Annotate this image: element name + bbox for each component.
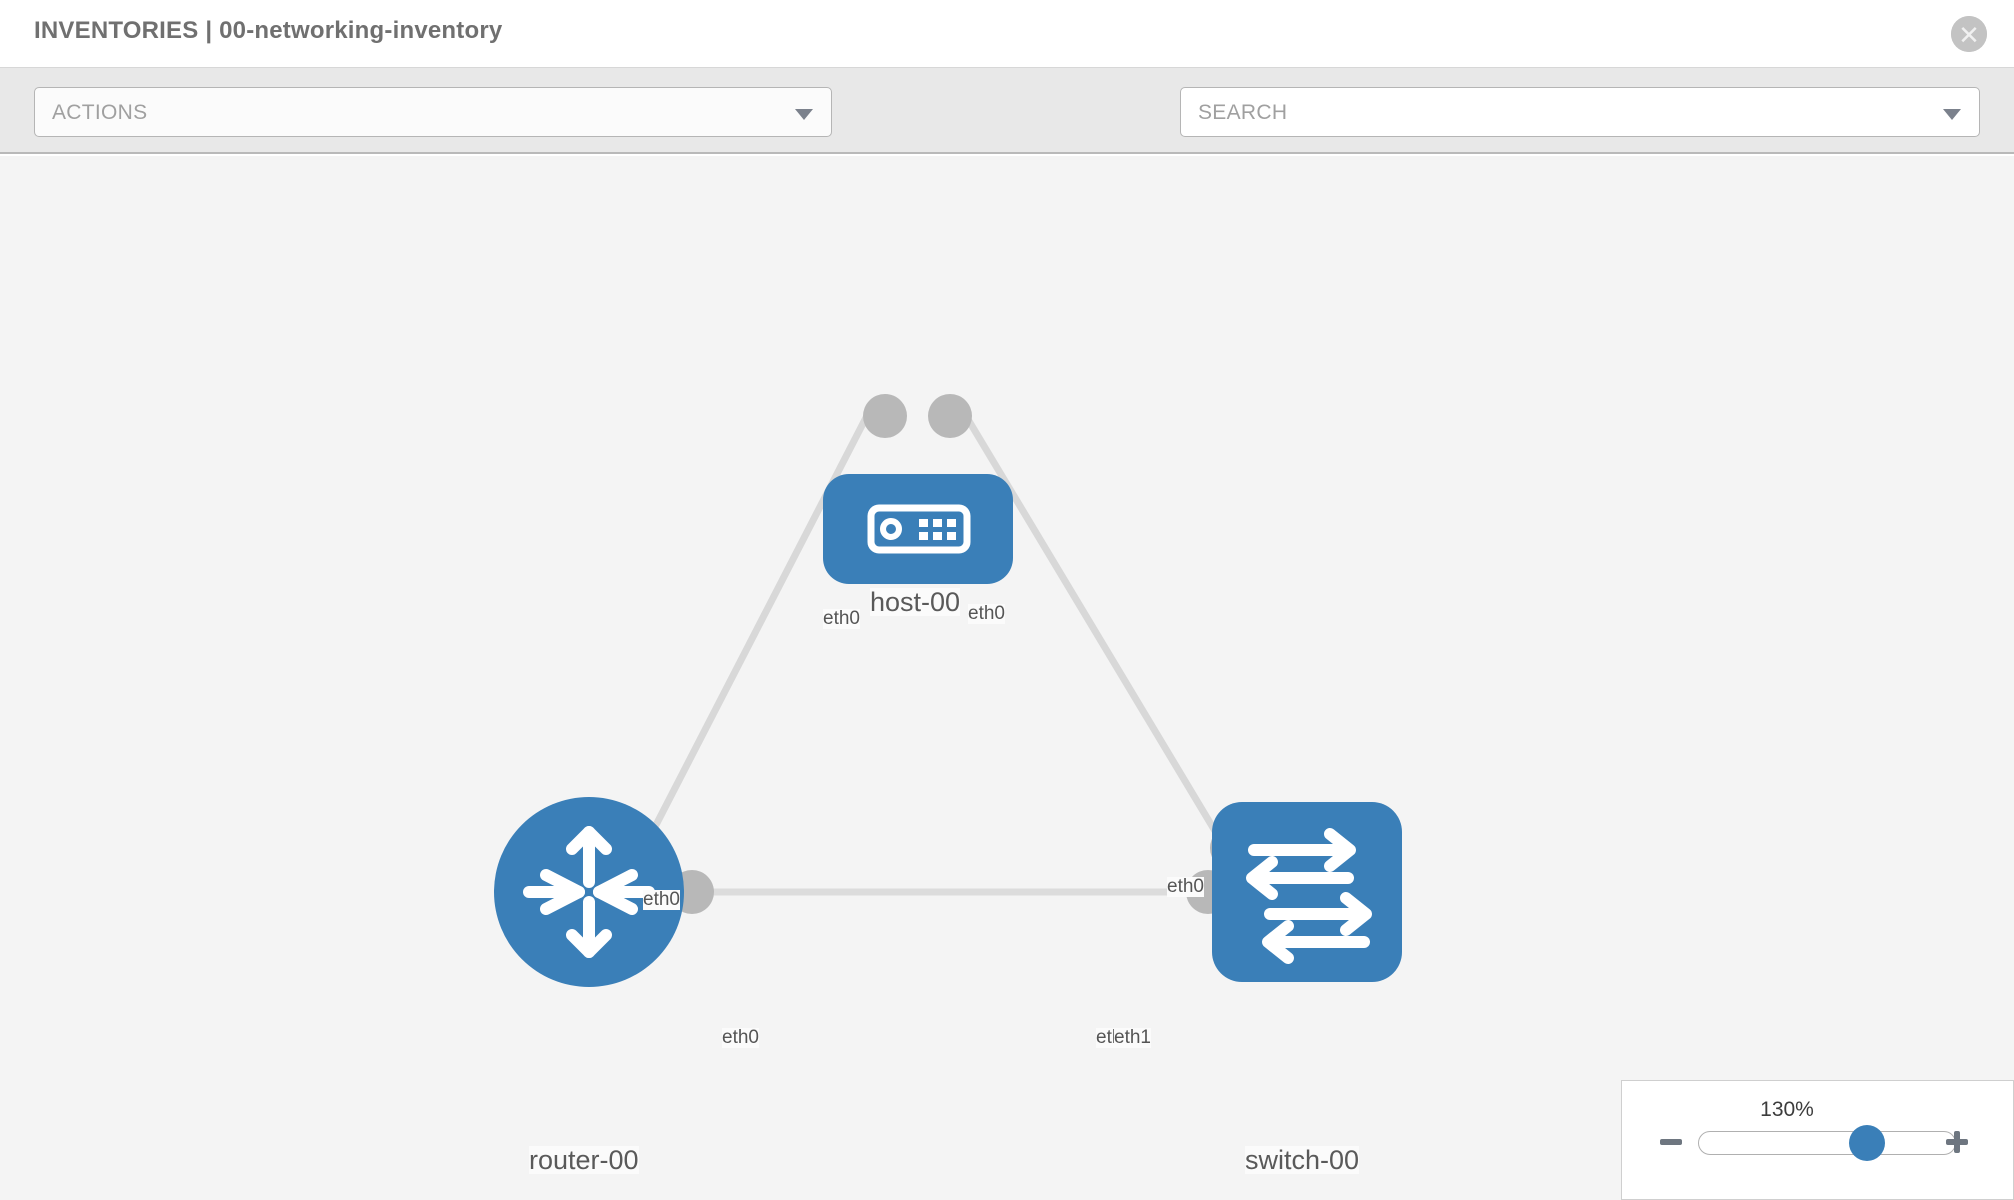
interface-label: eth0 (1167, 876, 1204, 897)
topology-canvas[interactable]: host-00 router-00 switch-00 eth0 eth0 et… (0, 156, 2014, 1200)
actions-dropdown[interactable]: ACTIONS (34, 87, 832, 137)
node-label-router-00: router-00 (529, 1145, 639, 1175)
zoom-control-panel: 130% (1621, 1080, 2014, 1200)
minus-icon-glyph (1660, 1139, 1682, 1145)
interface-label: eth0 (643, 889, 680, 910)
plus-icon-glyph (1946, 1131, 1968, 1153)
interface-label: eth0 (968, 603, 1005, 624)
topology-graph[interactable] (0, 156, 2014, 1200)
app-header: INVENTORIES | 00-networking-inventory (0, 0, 2014, 68)
switch-arrows-icon (1246, 828, 1372, 964)
chevron-down-icon[interactable] (1943, 109, 1961, 120)
page-title: INVENTORIES | 00-networking-inventory (34, 17, 503, 44)
node-label-host-00: host-00 (870, 587, 961, 617)
search-input[interactable]: SEARCH (1180, 87, 1980, 137)
server-icon (867, 504, 971, 554)
zoom-slider-thumb[interactable] (1849, 1125, 1885, 1161)
link-host00-router00[interactable] (636, 404, 876, 858)
zoom-slider-track[interactable] (1698, 1131, 1956, 1155)
toolbar: ACTIONS SEARCH (0, 68, 2014, 194)
link-host00-switch00[interactable] (956, 404, 1234, 858)
actions-dropdown-label: ACTIONS (52, 101, 148, 124)
search-placeholder: SEARCH (1198, 101, 1288, 124)
interface-label: eth0 (722, 1027, 759, 1048)
close-icon[interactable] (1951, 16, 1987, 52)
node-label-switch-00: switch-00 (1245, 1145, 1360, 1175)
interface-nubs (670, 394, 1254, 914)
topology-node-host-00[interactable] (823, 474, 1013, 584)
topology-node-router-00[interactable] (494, 797, 684, 987)
interface-label: eth1 (1114, 1027, 1151, 1048)
router-arrows-icon (523, 826, 655, 958)
minus-icon[interactable] (1658, 1129, 1684, 1155)
close-icon-glyph (1951, 16, 1987, 52)
chevron-down-icon (795, 109, 813, 120)
interface-label: eth0 (823, 608, 860, 629)
topology-node-switch-00[interactable] (1212, 802, 1402, 982)
plus-icon[interactable] (1944, 1129, 1970, 1155)
zoom-level-value: 130% (1760, 1098, 1814, 1121)
